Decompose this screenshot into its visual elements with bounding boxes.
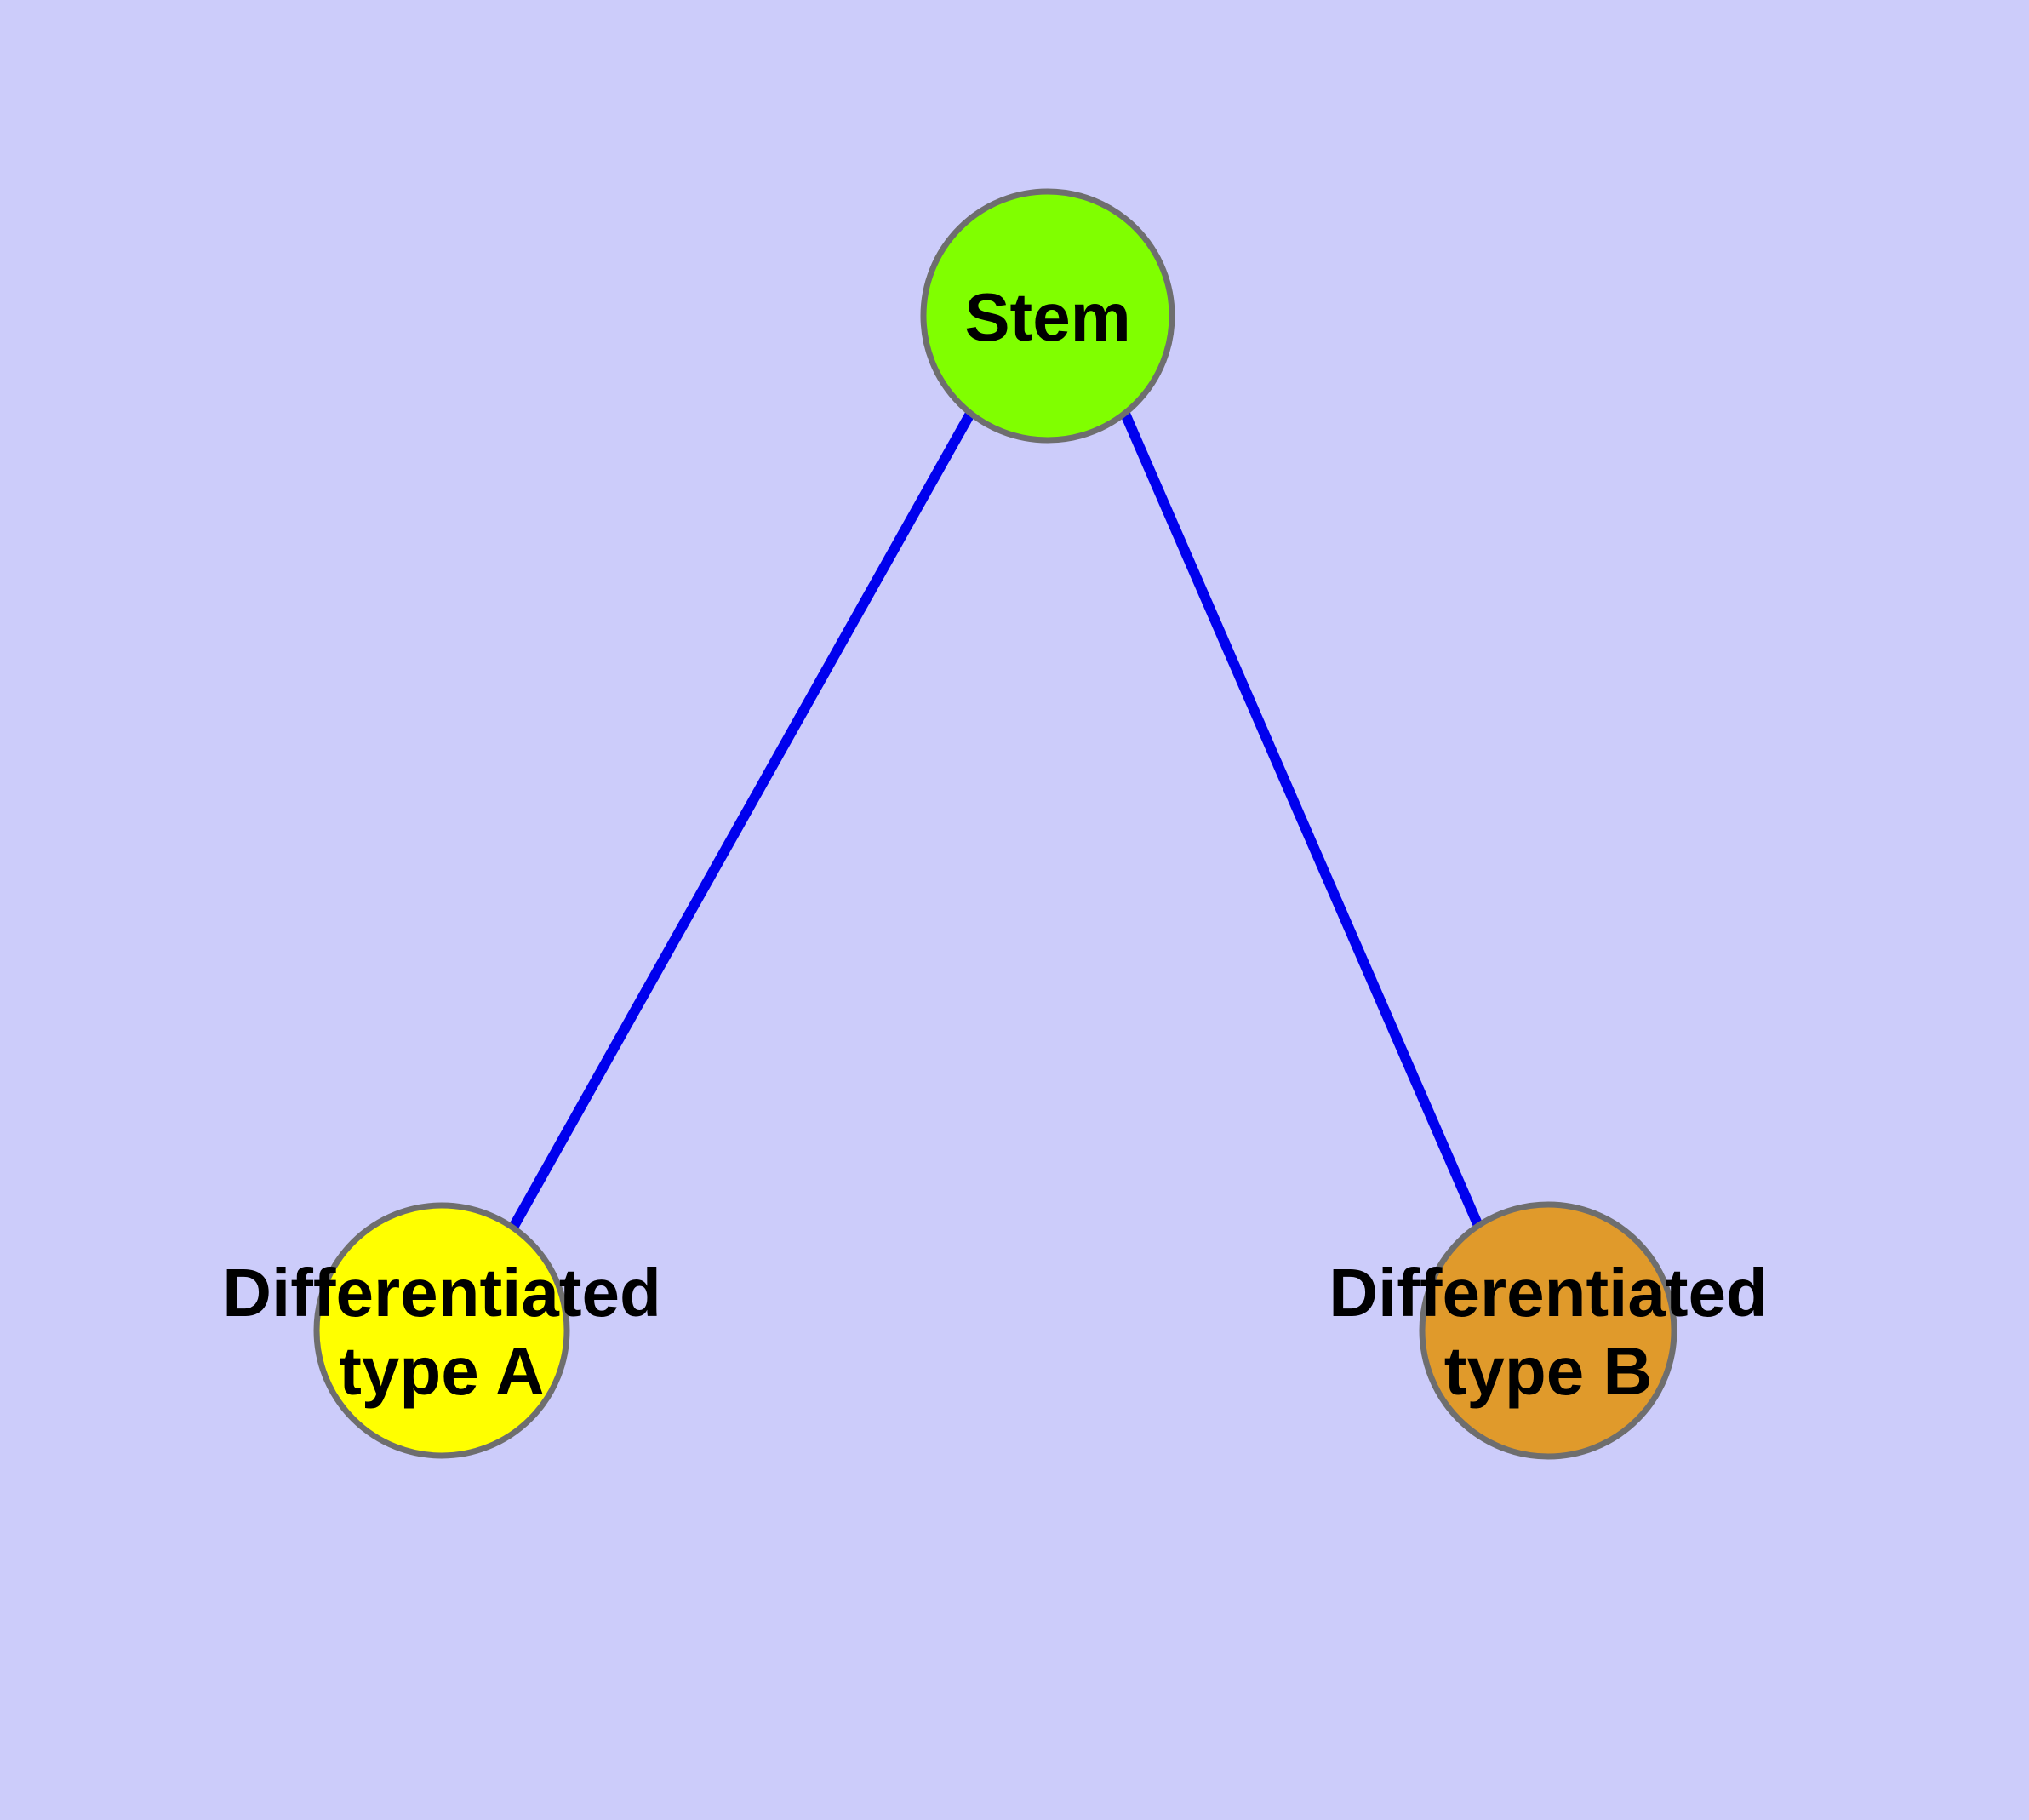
node-stem[interactable] — [920, 188, 1175, 444]
edges-layer — [509, 411, 1483, 1228]
node-label-line: Stem — [964, 279, 1131, 355]
node-label-line: Differentiated — [1329, 1255, 1768, 1331]
node-label-line: type B — [1444, 1333, 1653, 1409]
nodes-layer — [313, 188, 1677, 1460]
node-label-line: Differentiated — [222, 1255, 661, 1331]
node-diff_b[interactable] — [1419, 1201, 1677, 1460]
edge-stem-diff-b — [1120, 411, 1483, 1228]
node-label-stem: Stem — [964, 279, 1131, 355]
node-diff_a[interactable] — [313, 1202, 570, 1459]
node-label-line: type A — [339, 1333, 545, 1409]
edge-stem-diff-a — [509, 411, 975, 1228]
